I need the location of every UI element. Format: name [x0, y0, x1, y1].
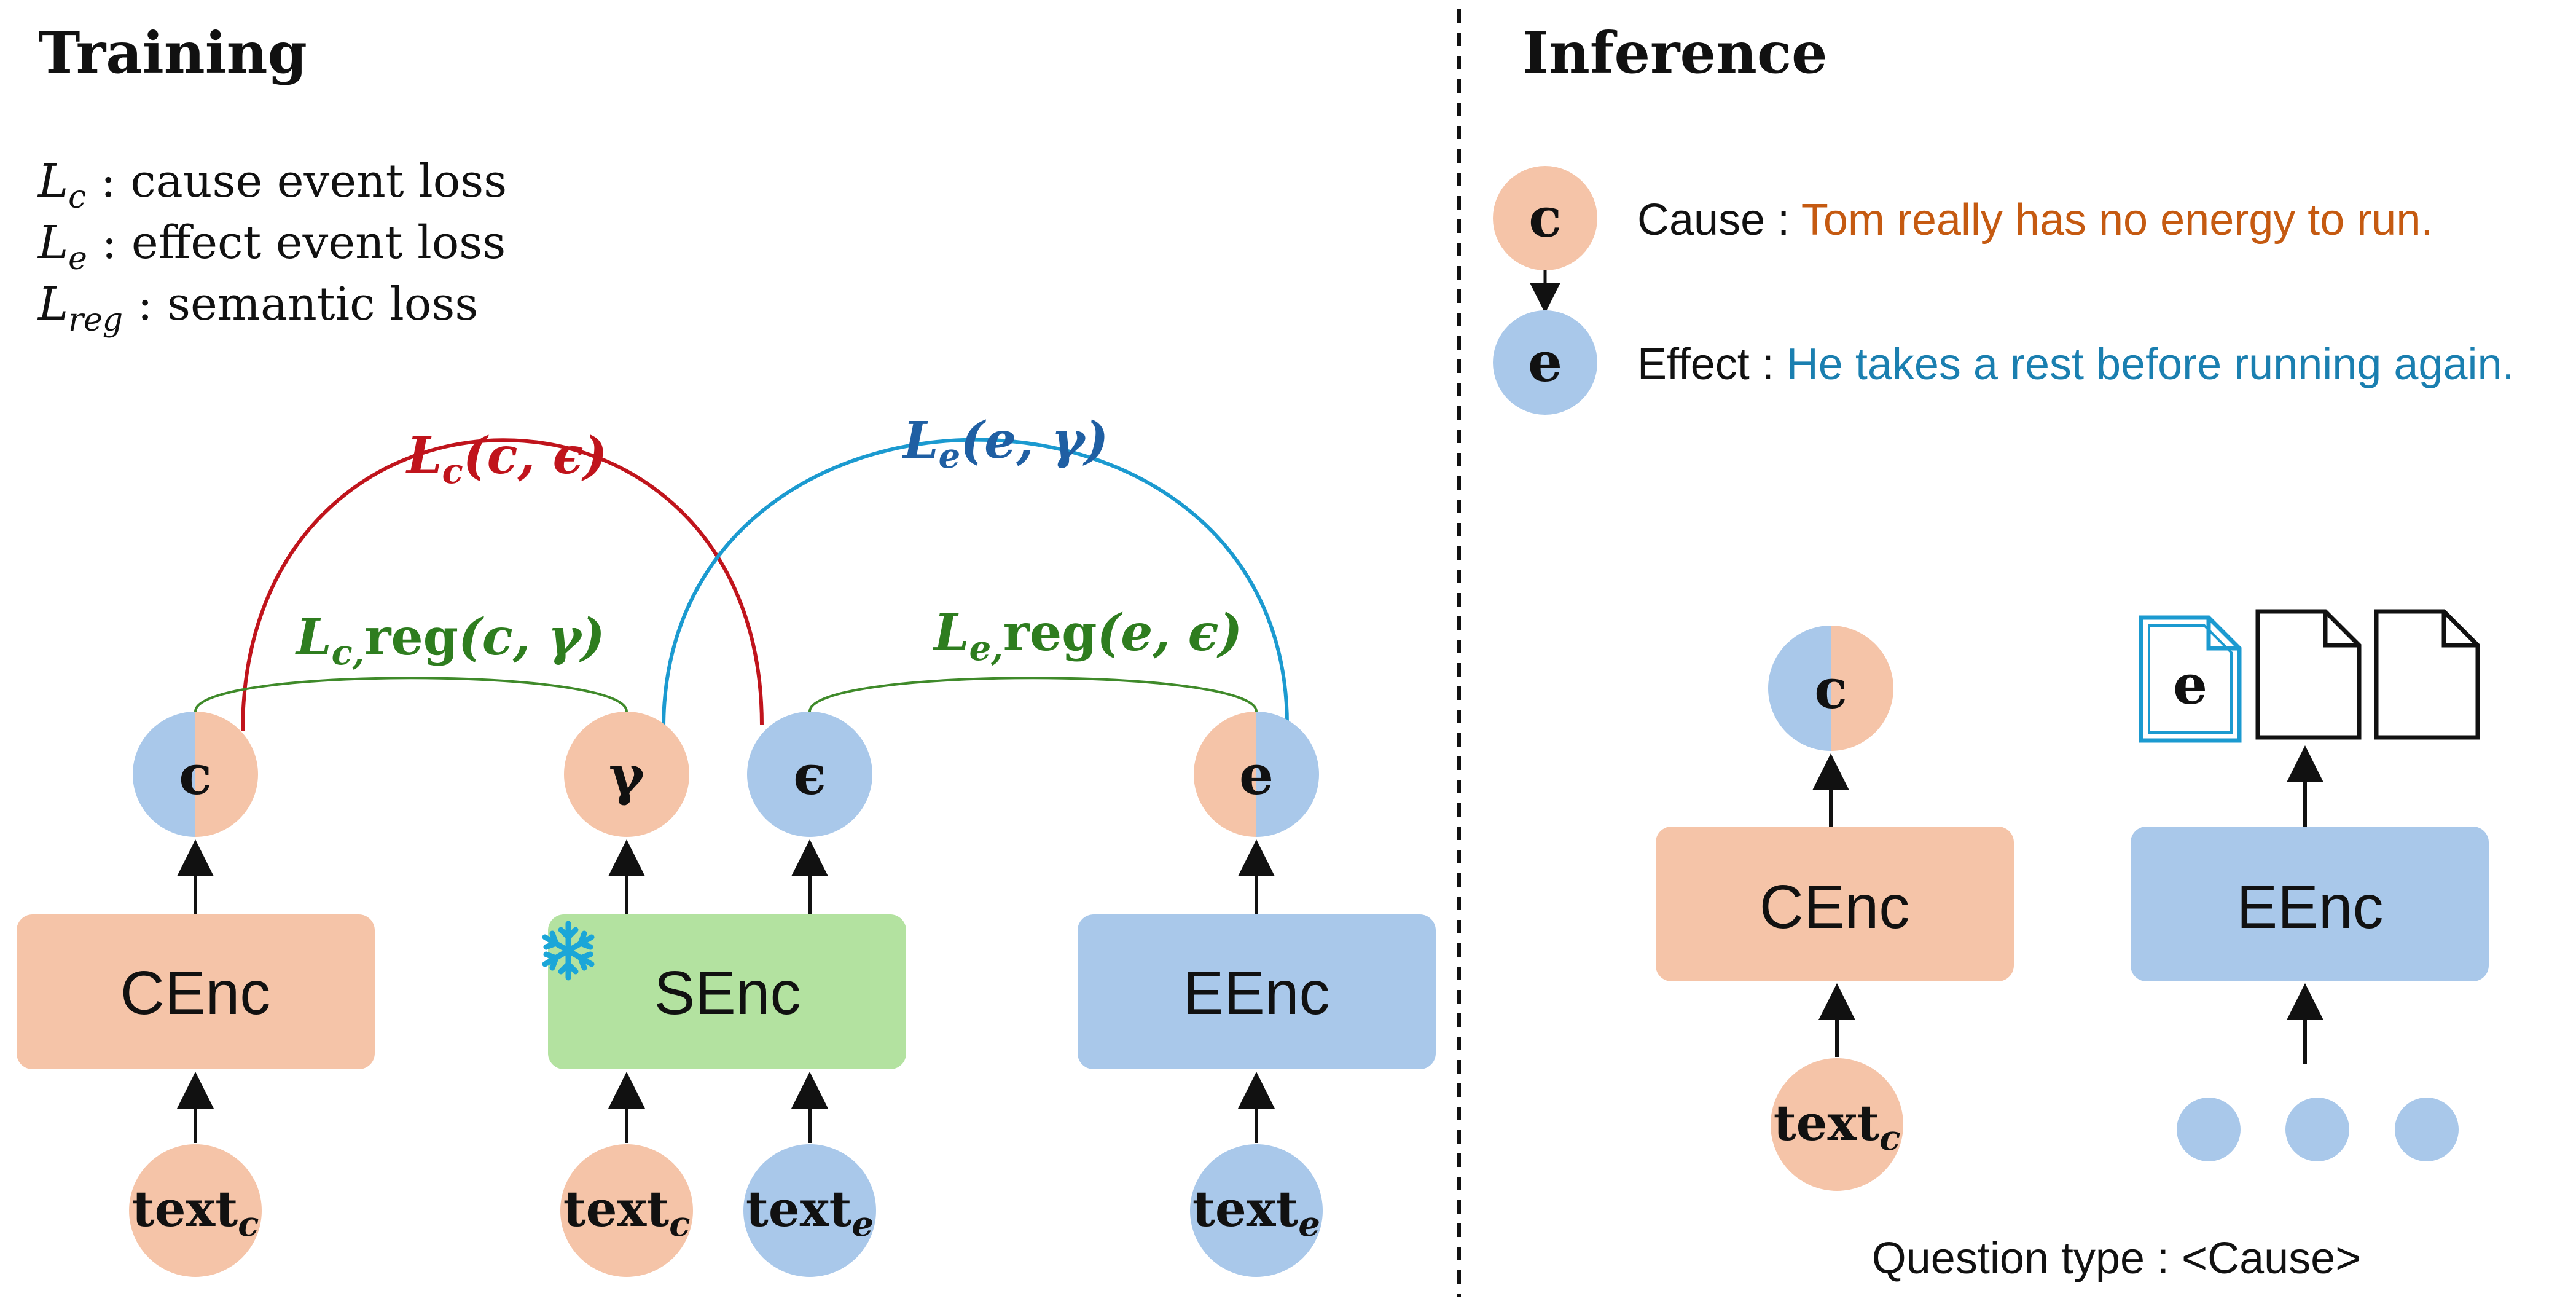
- inference-cenc-box: CEnc: [1656, 827, 2014, 981]
- inference-c-output: c: [1768, 626, 1893, 751]
- reg-arc-cause: [194, 677, 628, 712]
- svg-text:CEnc: CEnc: [120, 959, 271, 1027]
- inference-input-text-c: textc: [1771, 1058, 1903, 1191]
- node-epsilon: ϵ: [747, 712, 872, 837]
- svg-text:c: c: [1529, 186, 1562, 249]
- inference-eenc-box: EEnc: [2131, 827, 2489, 981]
- input-text-c-cenc: textc: [129, 1144, 262, 1277]
- svg-text:c: c: [1814, 657, 1847, 721]
- svg-text:c: c: [179, 743, 212, 807]
- svg-text:textc: textc: [1774, 1094, 1901, 1158]
- loss-legend: Lc : cause event loss Le : effect event …: [37, 155, 507, 339]
- loss-arc-effect: [662, 438, 1289, 729]
- candidate-dot: [2395, 1098, 2459, 1161]
- document-icon: e: [2139, 615, 2242, 743]
- svg-text:CEnc: CEnc: [1760, 873, 1910, 941]
- legend-item-cause: Lc : cause event loss: [37, 155, 507, 216]
- node-e: e: [1194, 712, 1319, 837]
- loss-arc-cause: [241, 438, 764, 732]
- svg-text:texte: texte: [1192, 1180, 1320, 1244]
- loss-label-cause: Lc(c, ϵ): [405, 426, 607, 492]
- svg-text:ϵ: ϵ: [793, 743, 826, 807]
- candidate-dots: [2177, 1098, 2459, 1161]
- reg-label-effect: Le,reg(e, ϵ): [933, 603, 1242, 669]
- node-c: c: [133, 712, 258, 837]
- document-icon: [2255, 609, 2362, 740]
- inference-title: Inference: [1522, 20, 1827, 86]
- svg-text:EEnc: EEnc: [1183, 959, 1329, 1027]
- legend-item-semantic: Lreg : semantic loss: [37, 278, 478, 339]
- input-text-c-senc: textc: [560, 1144, 693, 1277]
- training-title: Training: [38, 20, 307, 86]
- svg-text:e: e: [2173, 653, 2207, 717]
- question-type: Question type : <Cause>: [1872, 1234, 2362, 1283]
- svg-text:texte: texte: [746, 1180, 874, 1244]
- inference-cause-node: c: [1493, 166, 1597, 270]
- candidate-dot: [2285, 1098, 2349, 1161]
- input-text-e-eenc: texte: [1190, 1144, 1323, 1277]
- svg-text:e: e: [1528, 330, 1562, 394]
- legend-item-effect: Le : effect event loss: [37, 216, 506, 277]
- effect-example: Effect : He takes a rest before running …: [1637, 340, 2515, 389]
- reg-label-cause: Lc,reg(c, γ): [295, 608, 605, 673]
- senc-box: SEnc: [548, 914, 906, 1069]
- svg-text:textc: textc: [563, 1180, 691, 1244]
- cause-example: Cause : Tom really has no energy to run.: [1637, 195, 2433, 245]
- input-text-e-senc: texte: [743, 1144, 876, 1277]
- svg-text:γ: γ: [609, 743, 645, 807]
- candidate-dot: [2177, 1098, 2241, 1161]
- eenc-box: EEnc: [1078, 914, 1436, 1069]
- cenc-box: CEnc: [17, 914, 375, 1069]
- svg-text:e: e: [1239, 743, 1274, 807]
- svg-text:textc: textc: [132, 1180, 259, 1244]
- reg-arc-effect: [808, 677, 1258, 712]
- svg-text:EEnc: EEnc: [2236, 873, 2383, 941]
- inference-effect-node: e: [1493, 310, 1597, 415]
- document-icon: [2374, 609, 2480, 740]
- snowflake-icon: [542, 921, 595, 981]
- node-gamma: γ: [564, 712, 689, 837]
- loss-label-effect: Le(e, γ): [902, 411, 1108, 476]
- svg-text:SEnc: SEnc: [654, 959, 801, 1027]
